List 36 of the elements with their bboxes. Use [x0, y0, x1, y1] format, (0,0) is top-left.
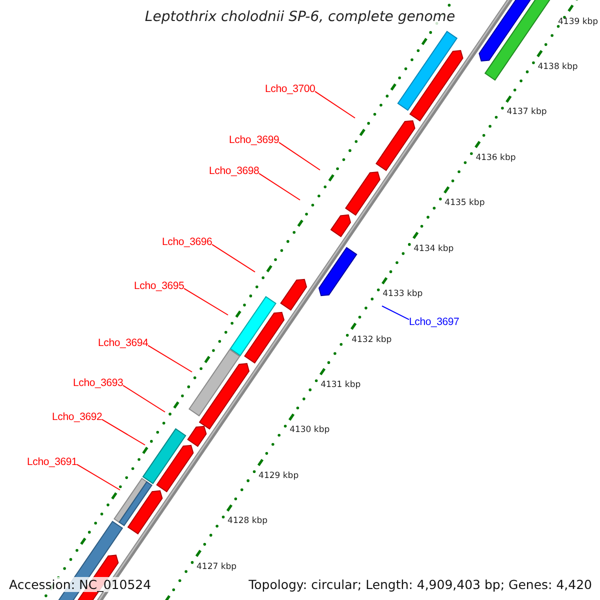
gene-label: Lcho_3694: [98, 337, 148, 349]
tick-label: 4139 kbp: [558, 16, 598, 26]
gene-label: Lcho_3695: [134, 280, 184, 292]
leader-line: [76, 464, 120, 490]
leader-line: [122, 384, 166, 412]
tick-label: 4131 kbp: [320, 380, 361, 390]
tick-label: 4136 kbp: [476, 152, 516, 163]
gene-label: Lcho_3700: [265, 83, 316, 95]
tick-label: 4134 kbp: [414, 244, 454, 254]
tick-label: 4127 kbp: [196, 562, 237, 572]
leader-line: [382, 306, 410, 320]
diagram-title: Leptothrix cholodnii SP-6, complete genome: [142, 9, 458, 25]
leader-line: [148, 344, 192, 372]
leader-line: [258, 172, 300, 200]
gene-label: Lcho_3699: [229, 134, 280, 146]
leader-line: [102, 418, 146, 446]
tick-label: 4132 kbp: [352, 334, 392, 345]
gene-label: Lcho_3692: [52, 411, 102, 423]
tick-label: 4130 kbp: [290, 425, 330, 436]
footer-text: Topology: circular; Length: 4,909,403 bp; Genes: 4,420: [248, 577, 593, 592]
tick-label: 4138 kbp: [538, 62, 578, 72]
tick-label: 4133 kbp: [382, 289, 423, 300]
footer-text: Accession: NC_010524: [8, 577, 152, 592]
gene-label: Lcho_3697: [409, 316, 460, 328]
tick-label: 4128 kbp: [228, 516, 268, 526]
leader-line: [278, 142, 320, 170]
tick-label: 4135 kbp: [444, 198, 485, 208]
gene-label: Lcho_3693: [73, 377, 124, 389]
leader-line: [184, 288, 228, 316]
leader-line: [314, 90, 356, 118]
gene-label: Lcho_3696: [162, 236, 212, 248]
tick-label: 4137 kbp: [506, 107, 547, 118]
leader-line: [212, 244, 256, 272]
gene-label: Lcho_3691: [27, 456, 78, 468]
gene-label: Lcho_3698: [209, 165, 260, 177]
tick-label: 4129 kbp: [258, 470, 299, 481]
